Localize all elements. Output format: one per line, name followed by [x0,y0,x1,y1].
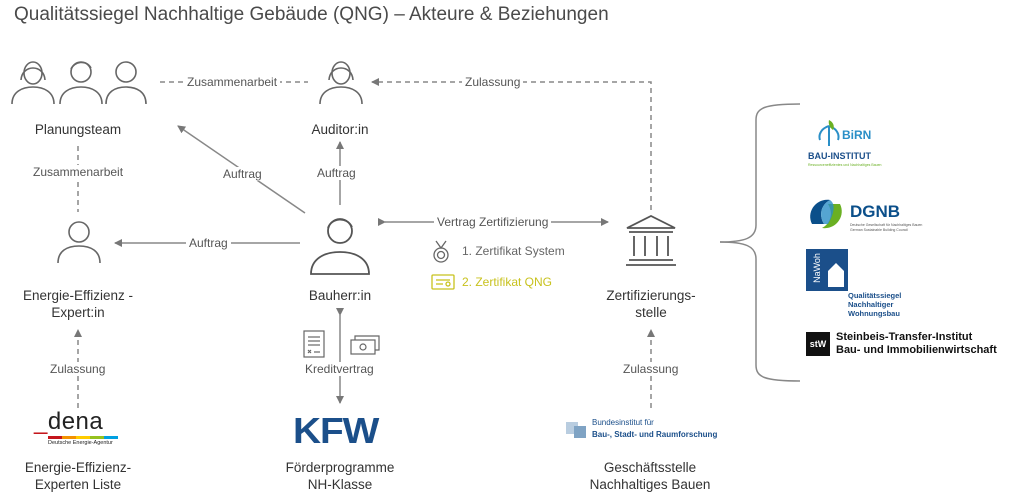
edge-zulassung-top [371,78,652,210]
nawoh-l3: Wohnungsbau [848,309,900,318]
money-bill-icon [350,335,380,355]
dena-logo: _dena Deutsche Energie-Agentur [34,408,118,450]
page-title: Qualitätssiegel Nachhaltige Gebäude (QNG… [14,4,609,25]
kfw-logo: KFW [293,410,379,451]
birn-tiny: Ressourceneffizientes und Nachhaltiges B… [808,163,882,167]
node-experten-liste-line1: Energie-Effizienz- [24,460,132,475]
birn-name: BiRN [842,128,872,142]
node-foerder-line2: NH-Klasse [307,477,373,492]
node-gs-line2: Nachhaltiges Bauen [589,477,711,492]
nawoh-logo: NaWoh Qualitätssiegel Nachhaltiger Wohnu… [806,249,916,318]
bbsr-square-2 [574,426,586,438]
dgnb-tiny1: Deutsche Gesellschaft für Nachhaltiges B… [850,223,923,227]
node-geschaeftsstelle: Geschäftsstelle Nachhaltiges Bauen [572,459,728,493]
dgnb-tiny2: German Sustainable Building Council [850,228,908,232]
label-zusammenarbeit-top: Zusammenarbeit [184,75,281,89]
birn-sub: BAU-INSTITUT [808,151,871,161]
building-institution-icon [626,214,676,266]
bbsr-logo: Bundesinstitut für Bau-, Stadt- und Raum… [566,416,746,446]
node-energie-experte-line1: Energie-Effizienz - [22,288,134,303]
dena-logo-sub: Deutsche Energie-Agentur [48,440,113,446]
node-zert-line2: stelle [635,305,667,320]
dena-logo-name: _dena [34,408,104,435]
dgnb-name: DGNB [850,202,901,221]
label-kreditvertrag: Kreditvertrag [302,362,377,376]
label-zulassung-top: Zulassung [462,75,524,89]
dgnb-logo: DGNB Deutsche Gesellschaft für Nachhalti… [806,194,926,238]
document-icon [303,330,325,358]
bbsr-line2: Bau-, Stadt- und Raumforschung [592,430,718,439]
node-energie-experte-line2: Expert:in [51,305,105,320]
steinbeis-text: Steinbeis-Transfer-Institut Bau- und Imm… [836,331,997,357]
dgnb-mark-icon [810,199,842,229]
energie-experte-icon [57,221,101,264]
steinbeis-mark: stW [806,332,830,356]
medal-icon [433,240,449,263]
bracket-bottom [719,241,801,382]
node-auditor: Auditor:in [311,122,369,137]
nawoh-text: Qualitätssiegel Nachhaltiger Wohnungsbau [848,291,901,318]
bbsr-line1: Bundesinstitut für [592,418,654,427]
certificate-system: 1. Zertifikat System [462,244,565,258]
steinbeis-logo: stW Steinbeis-Transfer-Institut Bau- und… [806,331,1022,359]
nawoh-mark: NaWoh [806,249,848,291]
node-zert-line1: Zertifizierungs- [606,288,696,303]
label-vertrag: Vertrag Zertifizierung [434,215,552,229]
label-auftrag-planung: Auftrag [220,167,265,181]
label-zusammenarbeit-left: Zusammenarbeit [30,165,127,179]
bauherr-icon [310,218,370,275]
node-zertifizierungsstelle: Zertifizierungs- stelle [590,287,712,321]
birn-logo: BiRN BAU-INSTITUT Ressourceneffizientes … [806,118,902,180]
node-planungsteam: Planungsteam [34,122,122,137]
nawoh-house-icon [828,263,844,287]
dena-logo-text: dena [47,408,104,435]
nawoh-mark-text: NaWoh [811,253,822,283]
bracket-top [719,103,801,243]
steinbeis-l1: Steinbeis-Transfer-Institut [836,331,973,343]
label-auftrag-experte: Auftrag [186,236,231,250]
node-gs-line1: Geschäftsstelle [603,460,697,475]
label-zulassung-right: Zulassung [620,362,682,376]
node-foerder-line1: Förderprogramme [285,460,395,475]
label-auftrag-auditor: Auftrag [314,166,359,180]
nawoh-l1: Qualitätssiegel [848,291,902,300]
birn-leaf-icon [818,120,840,146]
certificate-qng: 2. Zertifikat QNG [462,275,553,289]
label-zulassung-left: Zulassung [47,362,109,376]
team-people-icon [11,61,147,105]
node-energie-experte: Energie-Effizienz - Expert:in [12,287,144,321]
auditor-icon [319,61,363,105]
certificate-icon [431,274,455,290]
nawoh-l2: Nachhaltiger [848,300,894,309]
node-foerderprogramme: Förderprogramme NH-Klasse [270,459,410,493]
node-experten-liste: Energie-Effizienz- Experten Liste [12,459,144,493]
steinbeis-l2: Bau- und Immobilienwirtschaft [836,344,997,356]
node-bauherr: Bauherr:in [308,288,372,303]
node-experten-liste-line2: Experten Liste [34,477,122,492]
dena-color-bar [48,436,118,439]
